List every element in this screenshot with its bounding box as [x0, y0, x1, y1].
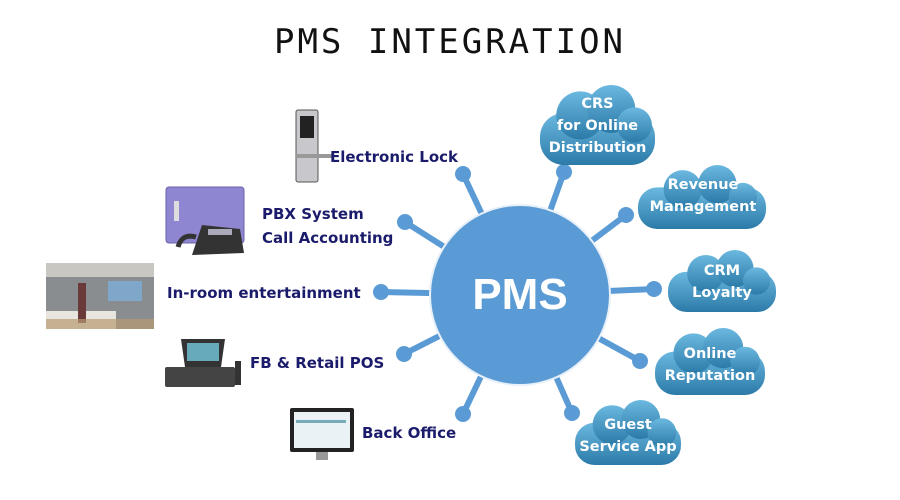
connector-dot [564, 405, 580, 421]
cloud-shape [540, 85, 655, 165]
pbx-label-line1: PBX System [262, 205, 364, 223]
in-room-entertainment-label: In-room entertainment [167, 284, 361, 302]
cloud-shape [575, 400, 681, 465]
back-office-label: Back Office [362, 424, 457, 442]
pms-hub-circle [429, 204, 611, 386]
cloud-reputation-label: Online Reputation [664, 346, 756, 384]
fb-retail-pos-label: FB & Retail POS [250, 354, 385, 372]
diagram-title: PMS INTEGRATION [273, 22, 627, 62]
cloud-crm-label: CRM Loyalty [692, 263, 752, 301]
cloud-shape [638, 165, 766, 229]
pbx-label-line2: Call Accounting [262, 229, 394, 247]
connector-dot [618, 207, 634, 223]
hotel-room-icon [46, 263, 154, 329]
pos-terminal-icon [165, 339, 241, 387]
pms-hub-label: PMS [472, 270, 568, 319]
cloud-revenue-label: Revenue Management [649, 177, 757, 215]
cloud-shape [655, 328, 765, 395]
pbx-phone-icon [165, 186, 245, 255]
connector-dot [373, 284, 389, 300]
connector-dot [632, 353, 648, 369]
computer-monitor-icon [290, 408, 354, 460]
cloud-crs-label: CRS for Online Distribution [548, 96, 647, 156]
door-lock-icon [295, 109, 332, 183]
connector-dot [397, 214, 413, 230]
cloud-guest-app-label: Guest Service App [579, 417, 677, 455]
cloud-shape [668, 250, 776, 312]
connector-dot [556, 164, 572, 180]
connector-dot [455, 166, 471, 182]
electronic-lock-label: Electronic Lock [330, 148, 458, 166]
connector-dot [455, 406, 471, 422]
connector-dot [396, 346, 412, 362]
connector-dot [646, 281, 662, 297]
